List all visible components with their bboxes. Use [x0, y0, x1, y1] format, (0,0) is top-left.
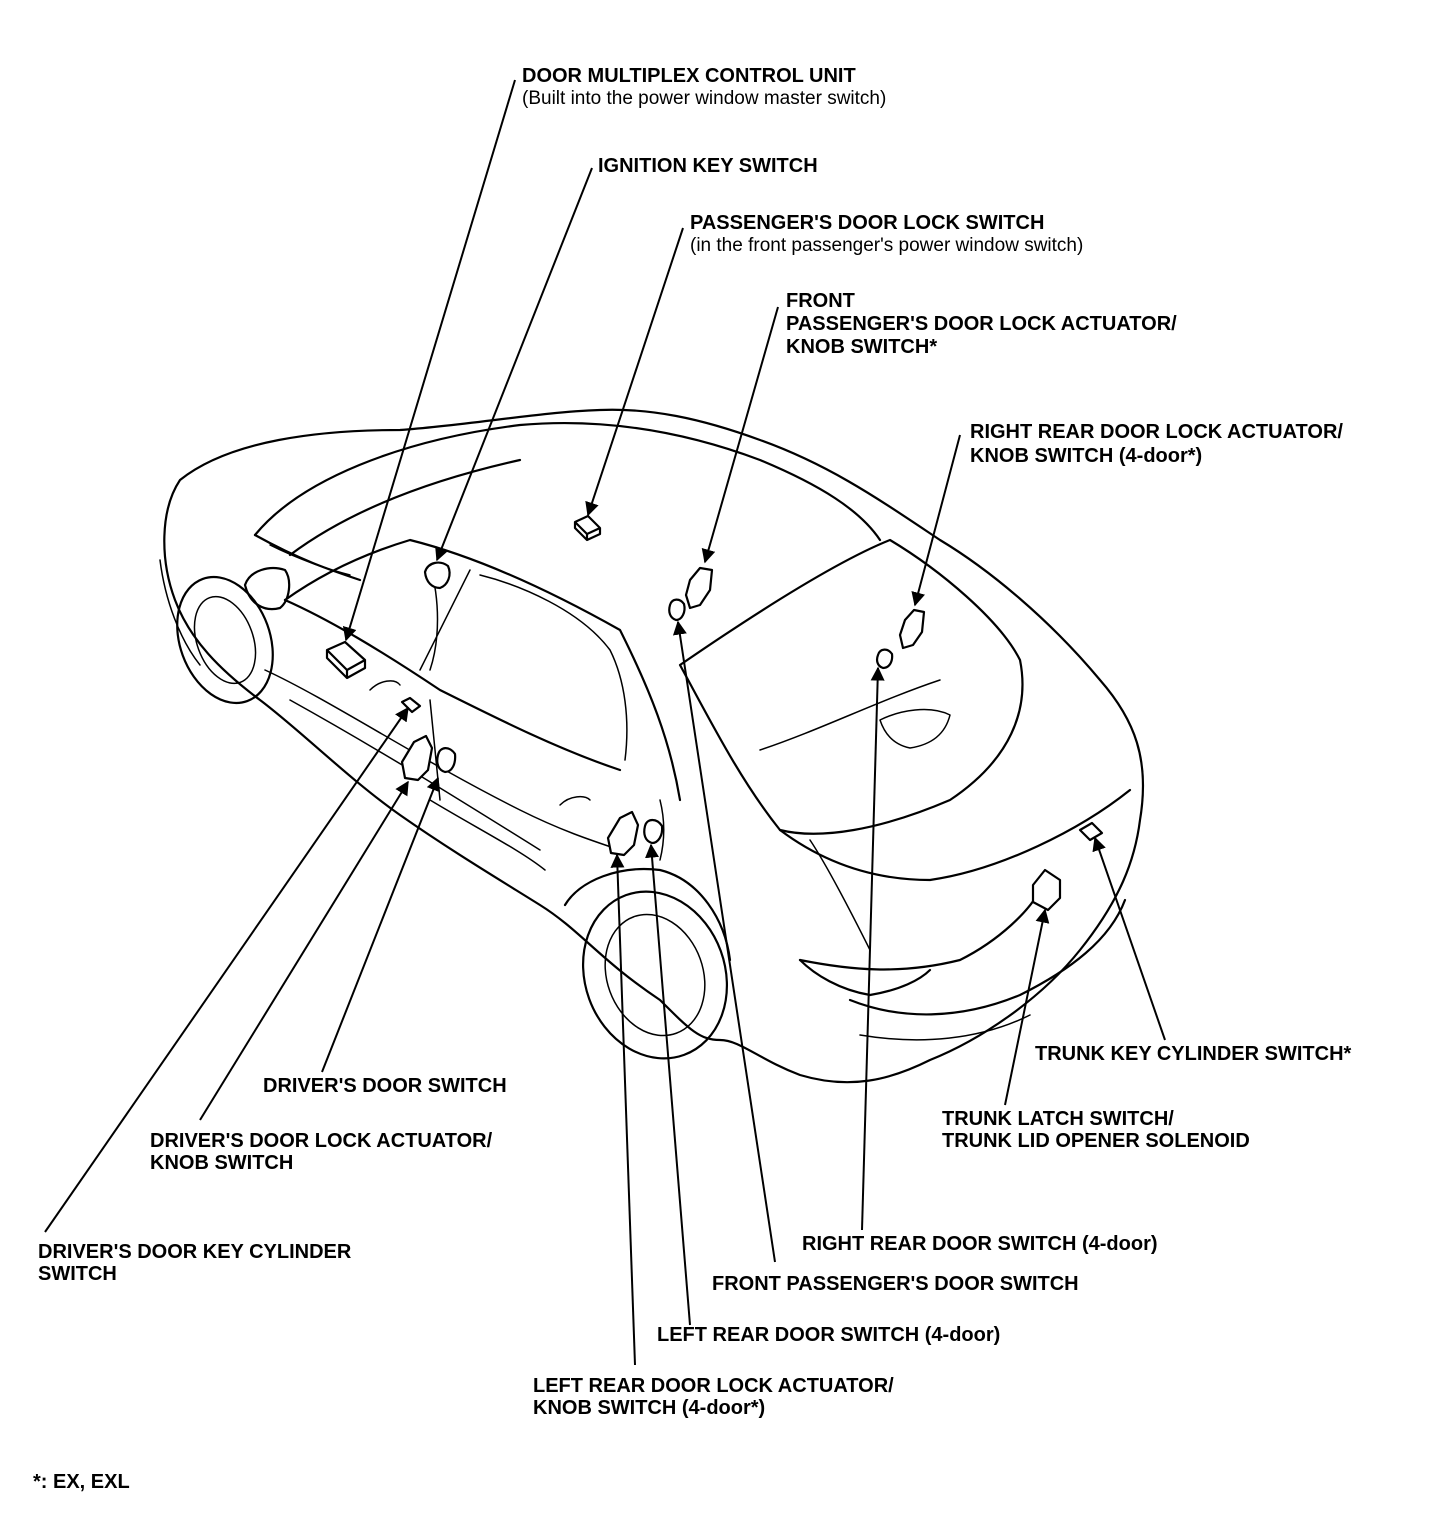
leader-lines	[44, 79, 1166, 1366]
label-right-rear-door-switch: RIGHT REAR DOOR SWITCH (4-door)	[802, 1233, 1158, 1255]
label-passenger-lock-subtitle: (in the front passenger's power window s…	[690, 235, 1083, 256]
label-drivers-lock-actuator-2: KNOB SWITCH	[150, 1152, 293, 1174]
label-door-multiplex-title: DOOR MULTIPLEX CONTROL UNIT	[522, 65, 856, 87]
trunk-latch	[1031, 868, 1062, 912]
label-right-rear-actuator-2: KNOB SWITCH (4-door*)	[970, 445, 1202, 467]
front-passenger-door-switch-shape	[668, 598, 686, 622]
label-trunk-latch-1: TRUNK LATCH SWITCH/	[942, 1108, 1174, 1130]
label-trunk-key-cylinder: TRUNK KEY CYLINDER SWITCH*	[1035, 1043, 1352, 1065]
driver-door-switch-shape	[436, 747, 457, 774]
label-front-passenger-door-switch: FRONT PASSENGER'S DOOR SWITCH	[712, 1273, 1079, 1295]
footnote: *: EX, EXL	[33, 1471, 130, 1493]
label-ignition-key: IGNITION KEY SWITCH	[598, 155, 818, 177]
label-drivers-key-cylinder-2: SWITCH	[38, 1263, 117, 1285]
label-drivers-door-switch: DRIVER'S DOOR SWITCH	[263, 1075, 507, 1097]
label-left-rear-door-switch: LEFT REAR DOOR SWITCH (4-door)	[657, 1324, 1000, 1346]
label-door-multiplex-subtitle: (Built into the power window master swit…	[522, 88, 886, 109]
left-rear-door-switch-shape	[643, 818, 664, 845]
ignition-switch	[423, 561, 451, 590]
label-front-passenger-actuator-2: PASSENGER'S DOOR LOCK ACTUATOR/	[786, 313, 1177, 335]
right-rear-door-switch-shape	[875, 648, 894, 670]
label-trunk-latch-2: TRUNK LID OPENER SOLENOID	[942, 1130, 1250, 1152]
label-drivers-key-cylinder-1: DRIVER'S DOOR KEY CYLINDER	[38, 1241, 352, 1263]
label-left-rear-actuator-2: KNOB SWITCH (4-door*)	[533, 1397, 765, 1419]
driver-lock-actuator	[400, 734, 434, 782]
components	[325, 514, 1104, 912]
driver-key-cylinder-shape	[400, 696, 422, 714]
right-rear-actuator	[898, 608, 926, 650]
front-passenger-actuator	[684, 566, 714, 610]
trunk-key-cylinder	[1078, 821, 1104, 842]
label-drivers-lock-actuator-1: DRIVER'S DOOR LOCK ACTUATOR/	[150, 1130, 493, 1152]
label-front-passenger-actuator-1: FRONT	[786, 290, 855, 312]
car-outline	[159, 408, 1145, 1084]
label-right-rear-actuator-1: RIGHT REAR DOOR LOCK ACTUATOR/	[970, 421, 1343, 443]
multiplex-unit	[325, 640, 367, 680]
label-passenger-lock-title: PASSENGER'S DOOR LOCK SWITCH	[690, 212, 1044, 234]
passenger-lock-switch	[573, 514, 602, 542]
left-rear-actuator	[606, 810, 640, 857]
label-left-rear-actuator-1: LEFT REAR DOOR LOCK ACTUATOR/	[533, 1375, 894, 1397]
label-front-passenger-actuator-3: KNOB SWITCH*	[786, 336, 937, 358]
